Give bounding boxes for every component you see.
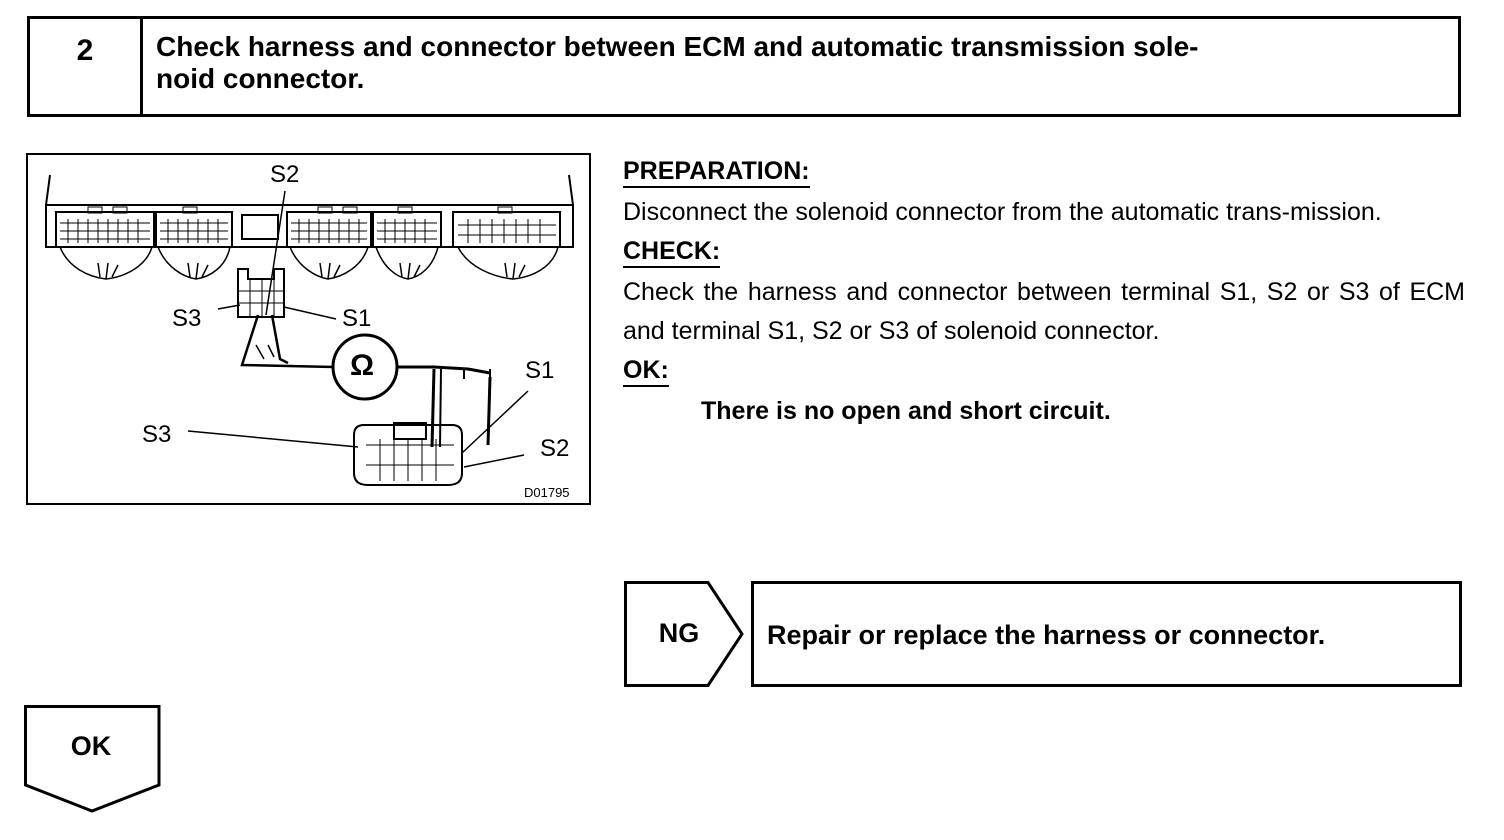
step-title-line-1: Check harness and connector between ECM …: [156, 31, 1199, 62]
check-heading: CHECK:: [623, 236, 721, 268]
label-ecm-s1: S1: [342, 305, 372, 332]
label-sol-s1: S1: [525, 357, 555, 384]
preparation-text: Disconnect the solenoid connector from t…: [623, 198, 1382, 226]
ng-label: NG: [658, 618, 700, 648]
ecm-connector-3: [286, 211, 372, 248]
step-number: 2: [30, 19, 143, 114]
ecm-solenoid-illustration: [45, 174, 574, 486]
ecm-probe-connector: [237, 268, 285, 318]
wiring-diagram: S2 S3 S1 Ω S1 S3 S2 D01795: [26, 153, 591, 505]
ecm-connector-1: [55, 211, 155, 248]
label-sol-s3: S3: [142, 421, 172, 448]
ok-label: OK: [70, 731, 112, 761]
ecm-connector-2: [155, 211, 233, 248]
label-sol-s2: S2: [540, 435, 570, 462]
step-title: Check harness and connector between ECM …: [156, 31, 1426, 95]
step-header: 2 Check harness and connector between EC…: [27, 16, 1461, 117]
solenoid-connector: [353, 424, 463, 486]
label-ecm-s3: S3: [172, 305, 202, 332]
ng-branch: NG: [624, 581, 744, 687]
ohm-symbol: Ω: [350, 349, 375, 382]
step-title-line-2: noid connector.: [156, 63, 365, 94]
ng-action-text: Repair or replace the harness or connect…: [767, 620, 1326, 650]
preparation-heading: PREPARATION:: [623, 156, 810, 188]
ok-result-text: There is no open and short circuit.: [701, 397, 1111, 425]
ng-action-box: Repair or replace the harness or connect…: [751, 581, 1462, 687]
ng-arrow-shape: [624, 581, 744, 687]
ecm-connector-5: [452, 211, 561, 248]
check-text: Check the harness and connector between …: [623, 278, 1465, 345]
ok-heading: OK:: [623, 355, 669, 387]
label-ecm-s2: S2: [270, 161, 300, 188]
ok-arrow-shape: [24, 705, 161, 813]
figure-code: D01795: [524, 485, 570, 500]
instruction-text: PREPARATION: Disconnect the solenoid con…: [623, 152, 1468, 431]
ecm-connector-4: [372, 211, 442, 248]
ok-branch: OK: [24, 705, 162, 813]
